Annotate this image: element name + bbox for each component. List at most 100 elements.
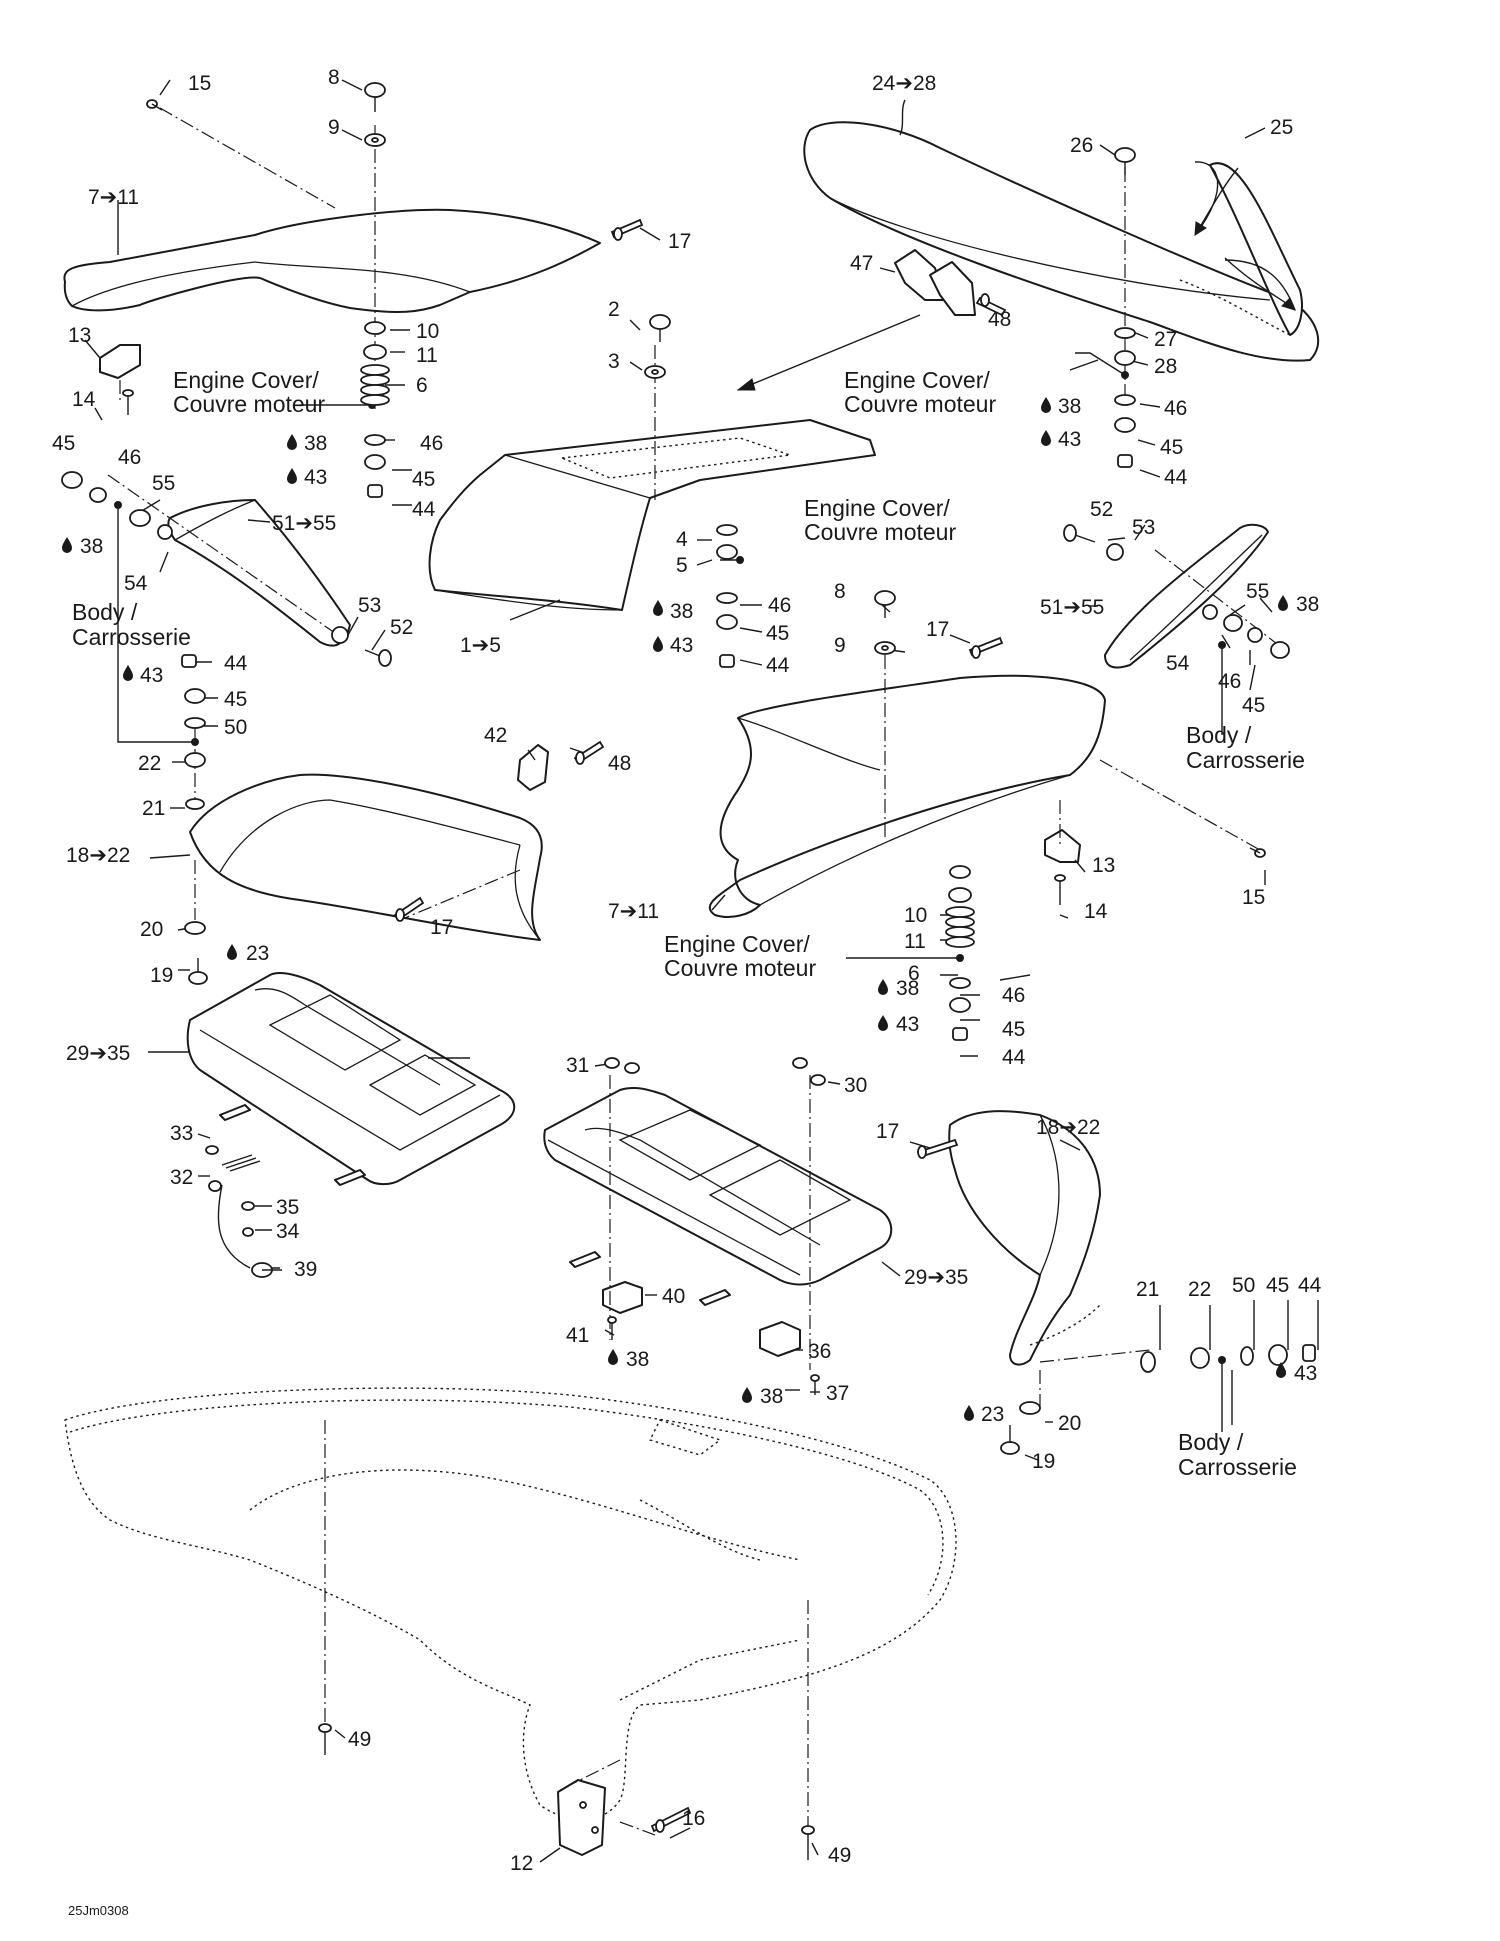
washer-icon bbox=[184, 717, 206, 729]
callout-label: 46 bbox=[768, 594, 791, 617]
callout-label: 43 bbox=[304, 466, 327, 489]
callout-label: 14 bbox=[1084, 900, 1108, 923]
engine-cover-note-line1: Engine Cover/ bbox=[844, 367, 990, 393]
nut-icon bbox=[363, 344, 387, 360]
callout-label: 7➔11 bbox=[88, 186, 139, 209]
bolt-icon bbox=[792, 1057, 808, 1069]
lock-washer-icon bbox=[644, 365, 666, 379]
nut-icon bbox=[949, 997, 971, 1013]
callout-label: 14 bbox=[72, 388, 96, 411]
callout-label: 50 bbox=[1232, 1274, 1255, 1297]
spring-icon bbox=[360, 364, 390, 406]
callout-label: 17 bbox=[926, 618, 949, 641]
bolt-icon bbox=[810, 1074, 826, 1086]
nut-icon bbox=[61, 471, 83, 489]
callout-label: 6 bbox=[416, 374, 428, 397]
bolt-icon bbox=[874, 590, 896, 618]
drop-icon bbox=[608, 1349, 618, 1365]
callout-label: 49 bbox=[348, 1728, 371, 1751]
cap-icon bbox=[1117, 454, 1133, 468]
block-40-part bbox=[602, 1281, 643, 1314]
left-seat-cushion-part bbox=[186, 972, 516, 1186]
callout-label: 40 bbox=[662, 1285, 685, 1308]
washer-icon bbox=[241, 1201, 255, 1211]
washer-icon bbox=[364, 434, 386, 446]
lock-washer-icon bbox=[157, 524, 173, 540]
callout-label: 45 bbox=[412, 468, 435, 491]
callout-label: 22 bbox=[1188, 1278, 1211, 1301]
screw-icon bbox=[607, 1316, 617, 1340]
callout-label: 11 bbox=[416, 344, 438, 367]
callout-label: 55 bbox=[152, 472, 175, 495]
callout-label: 13 bbox=[68, 324, 91, 347]
callout-label: 43 bbox=[1294, 1362, 1317, 1385]
nut-icon bbox=[184, 752, 206, 768]
callout-label: 10 bbox=[416, 320, 439, 343]
callout-label: 12 bbox=[510, 1852, 533, 1875]
callout-label: 21 bbox=[1136, 1278, 1159, 1301]
washer-icon bbox=[184, 921, 206, 935]
callout-label: 38 bbox=[1296, 593, 1319, 616]
callout-label: 54 bbox=[1166, 652, 1190, 675]
callout-label: 43 bbox=[1058, 428, 1081, 451]
callout-label: 38 bbox=[304, 432, 327, 455]
callout-label: 53 bbox=[358, 594, 381, 617]
bracket-13-left-part bbox=[99, 344, 141, 379]
callout-label: 9 bbox=[328, 116, 340, 139]
callout-label: 52 bbox=[1090, 498, 1113, 521]
nut-icon bbox=[208, 1180, 222, 1192]
bracket-13-right-part bbox=[1044, 829, 1081, 863]
callout-label: 22 bbox=[138, 752, 161, 775]
bolt-icon bbox=[624, 1062, 640, 1074]
side-panel-right-part bbox=[1104, 523, 1269, 669]
spring-icon bbox=[945, 906, 975, 948]
bolt-icon bbox=[251, 1262, 282, 1278]
nut-icon bbox=[1114, 417, 1136, 433]
callout-label: 36 bbox=[808, 1340, 831, 1363]
bolt-icon bbox=[205, 1145, 219, 1155]
callout-label: 5 bbox=[676, 554, 688, 577]
callout-label: 46 bbox=[1218, 670, 1241, 693]
rivet-icon bbox=[610, 218, 644, 241]
nut-icon bbox=[1114, 350, 1136, 366]
callout-label: 46 bbox=[420, 432, 443, 455]
callout-label: 51➔55 bbox=[1040, 596, 1104, 619]
callout-label: 4 bbox=[676, 528, 688, 551]
hull-part bbox=[64, 1387, 957, 1821]
callout-label: 17 bbox=[876, 1120, 899, 1143]
callout-label: 50 bbox=[224, 716, 247, 739]
rivet-icon bbox=[573, 740, 605, 765]
front-right-cover-part bbox=[708, 674, 1106, 918]
engine-cover-note-line2: Couvre moteur bbox=[804, 519, 956, 545]
washer-icon bbox=[1019, 1401, 1041, 1415]
rivet-icon bbox=[916, 1138, 959, 1159]
hardware-fasteners bbox=[61, 82, 1316, 1860]
rivet-icon bbox=[650, 1806, 692, 1833]
bolt-icon bbox=[604, 1057, 620, 1069]
callout-label: 15 bbox=[188, 72, 211, 95]
callout-label: 48 bbox=[608, 752, 631, 775]
callout-label: 20 bbox=[1058, 1412, 1081, 1435]
rivet-icon bbox=[393, 896, 425, 922]
seat-straps bbox=[219, 1104, 731, 1306]
callout-label: 17 bbox=[668, 230, 691, 253]
nut-icon bbox=[716, 614, 738, 630]
rivet-icon bbox=[968, 636, 1004, 659]
bracket-47-part bbox=[894, 249, 976, 316]
nut-icon bbox=[1223, 614, 1243, 632]
pin-icon bbox=[318, 1723, 332, 1755]
callout-label: 27 bbox=[1154, 328, 1177, 351]
nut-icon bbox=[364, 454, 386, 470]
nut-icon bbox=[184, 688, 206, 704]
drop-icon bbox=[287, 434, 297, 450]
drop-icon bbox=[653, 636, 663, 652]
callout-label: 31 bbox=[566, 1054, 589, 1077]
nut-icon bbox=[1190, 1347, 1210, 1369]
callout-label: 39 bbox=[294, 1258, 317, 1281]
callout-label: 38 bbox=[896, 977, 919, 1000]
callout-label: 43 bbox=[670, 634, 693, 657]
drop-icon bbox=[1278, 595, 1288, 611]
engine-cover-note-line2: Couvre moteur bbox=[664, 955, 816, 981]
block-36-part bbox=[759, 1321, 801, 1357]
callout-label: 28 bbox=[1154, 355, 1177, 378]
